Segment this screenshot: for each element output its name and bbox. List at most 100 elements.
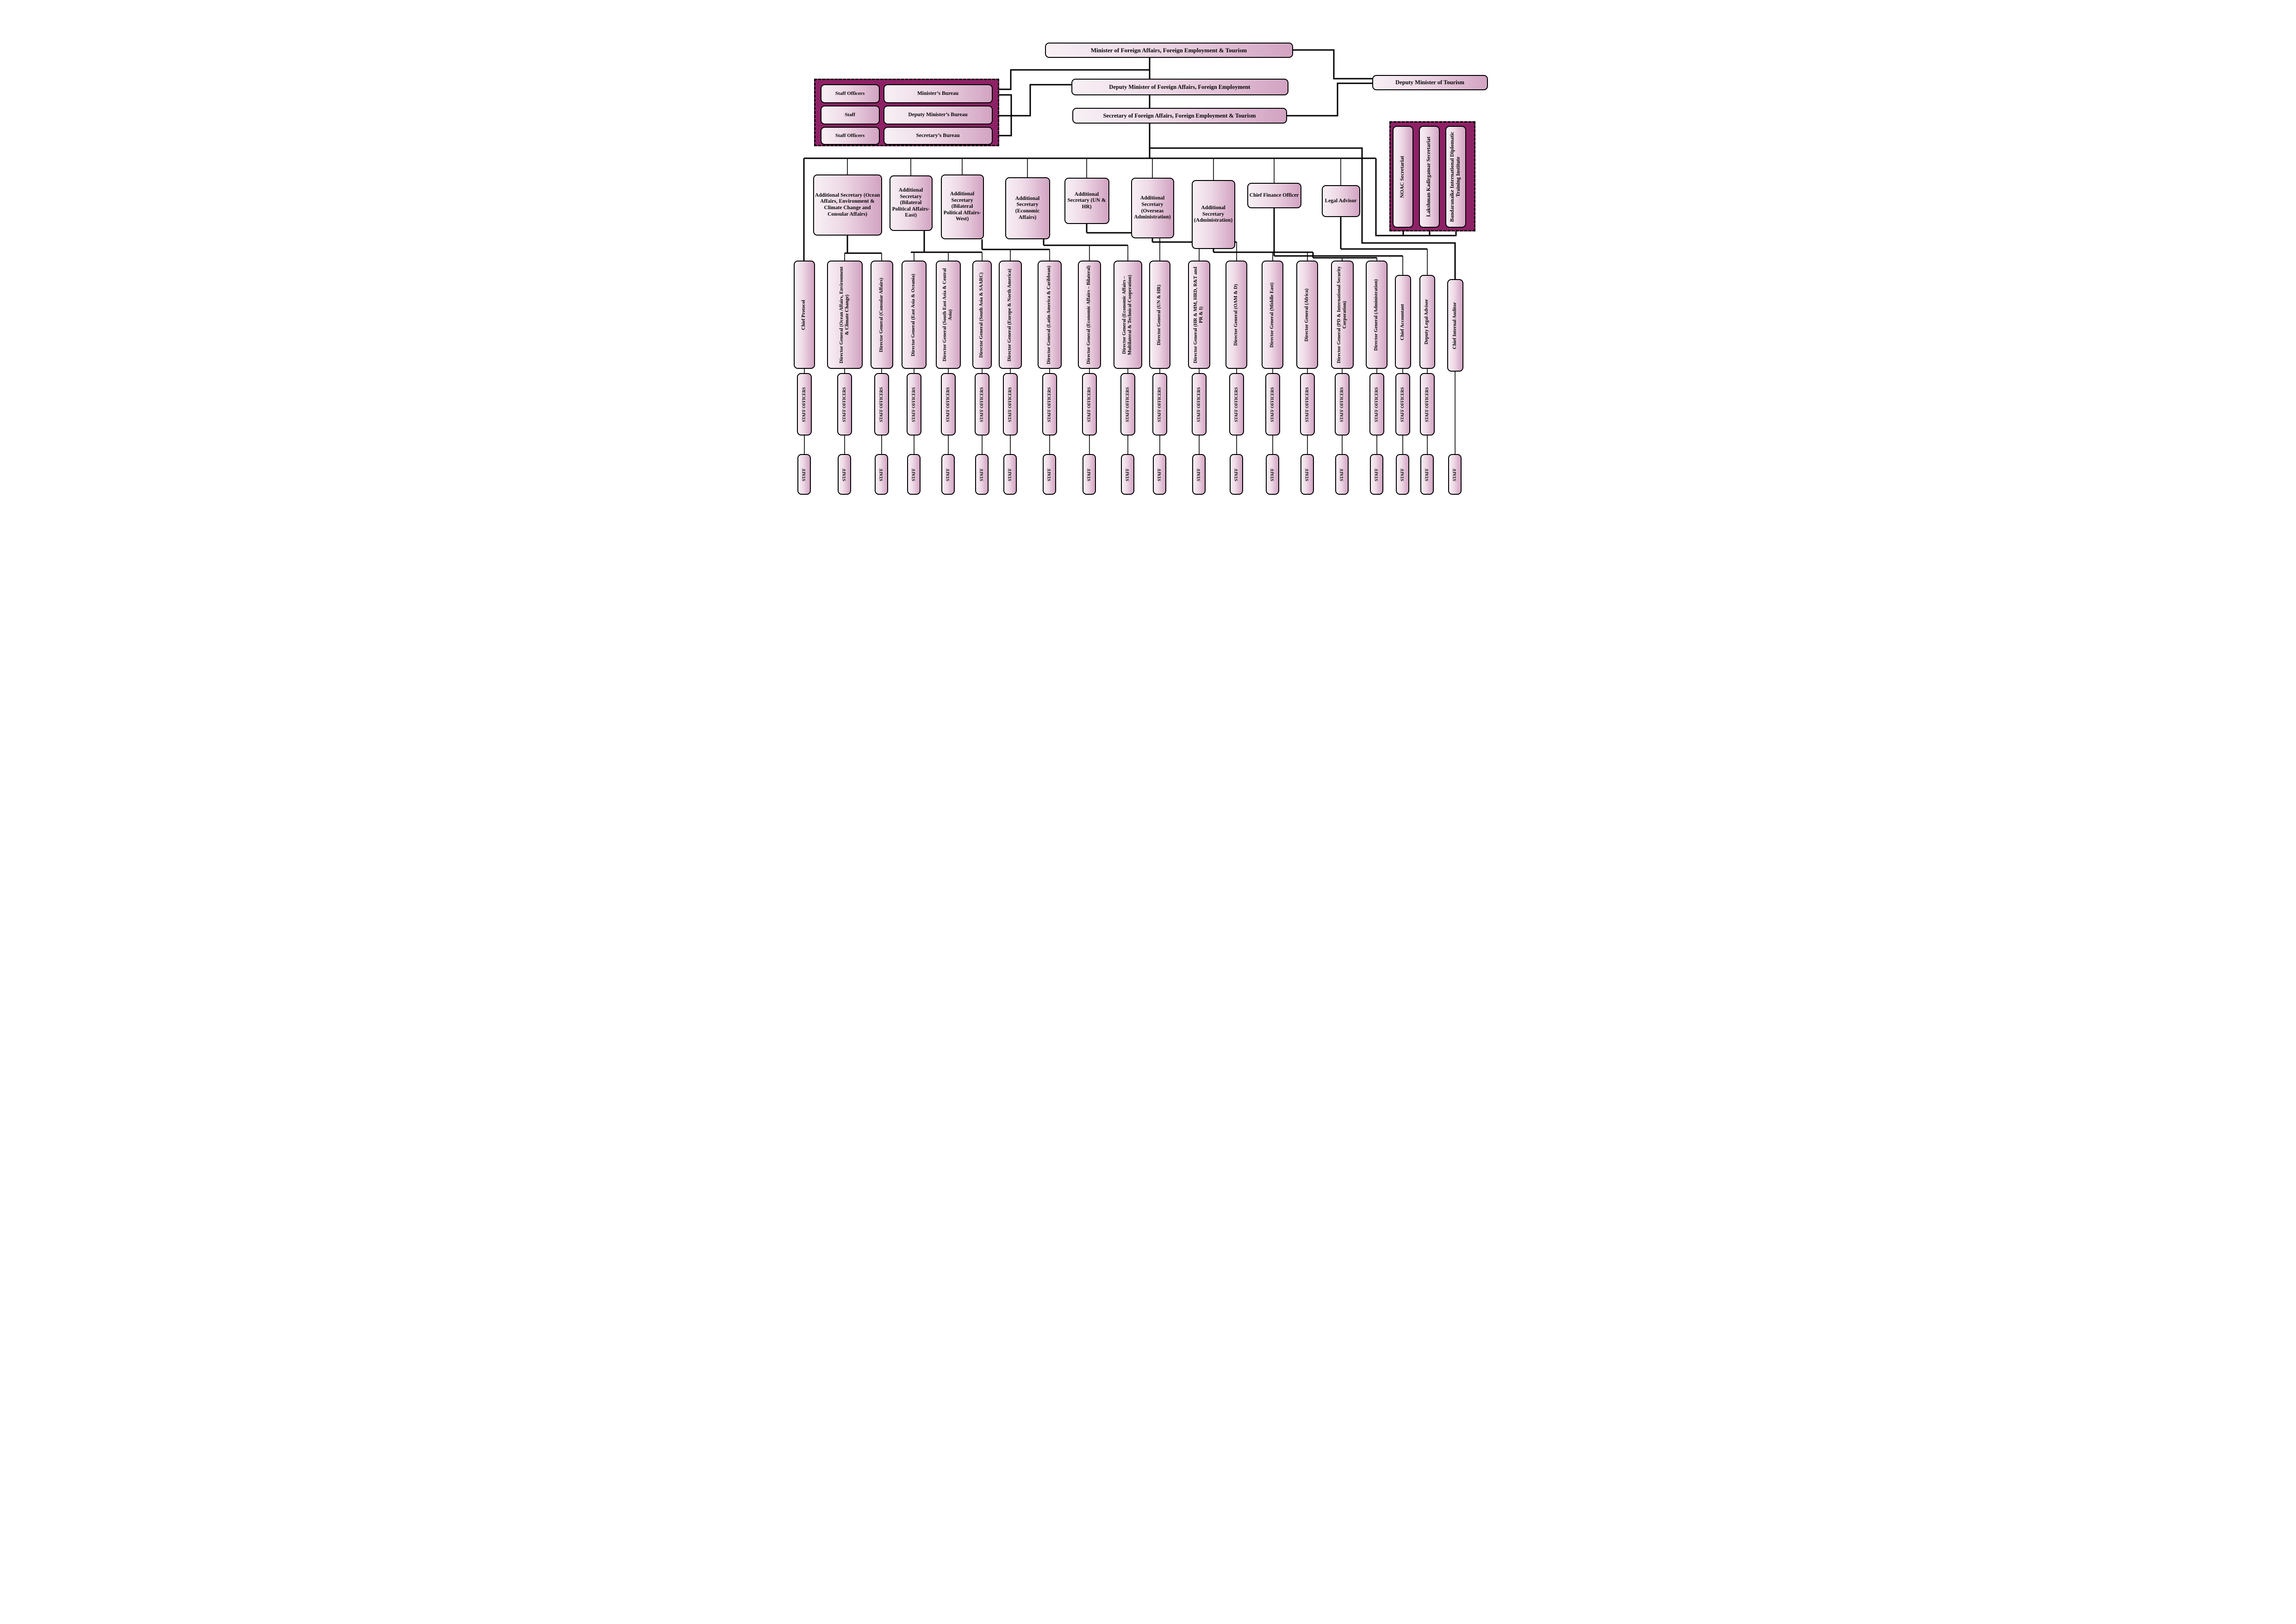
dg-column-4-box-label: Director General (South East Asia & Cent… <box>942 268 953 361</box>
staff-officers-box-5-label: STAFF OFFICERS <box>979 386 984 422</box>
lakshman-kadirgamar-secretariat-box: Lakshman Kadirgamar Secretariat <box>1419 126 1440 228</box>
deputy-minister-fa-box: Deputy Minister of Foreign Affairs, Fore… <box>1071 79 1288 95</box>
dg-column-16-box: Director General (Administration) <box>1365 261 1388 369</box>
minister-box: Minister of Foreign Affairs, Foreign Emp… <box>1045 43 1293 58</box>
dg-column-18-box: Deputy Legal Advisor <box>1419 275 1435 369</box>
staff-box-17: STAFF <box>1395 454 1409 495</box>
staff-officers-box-8-label: STAFF OFFICERS <box>1087 386 1092 422</box>
staff-officers-box-1: STAFF OFFICERS <box>837 373 852 436</box>
staff-box-9: STAFF <box>1120 454 1134 495</box>
dg-column-14-box-label: Director General (Africa) <box>1304 288 1309 342</box>
staff-box-16-label: STAFF <box>1374 468 1379 481</box>
staff-officers-box-7: STAFF OFFICERS <box>1042 373 1057 436</box>
staff-officers-box-18-label: STAFF OFFICERS <box>1425 386 1430 422</box>
chief-finance-officer-box: Chief Finance Officer <box>1247 183 1301 208</box>
dg-column-10-box: Director General (UN & HR) <box>1149 261 1170 369</box>
staff-officers-box-16: STAFF OFFICERS <box>1369 373 1384 436</box>
staff-box-10-label: STAFF <box>1157 468 1162 481</box>
thin-connectors <box>803 158 1456 454</box>
staff-officers-box-12-label: STAFF OFFICERS <box>1234 386 1239 422</box>
staff-officers-box-6: STAFF OFFICERS <box>1002 373 1018 436</box>
thick-connectors <box>803 49 1456 279</box>
staff-box-0-label: STAFF <box>801 468 806 481</box>
staff-box-12: STAFF <box>1229 454 1243 495</box>
dg-column-12-box-label: Director General (OAM & D) <box>1233 284 1238 346</box>
dg-column-5-box-label: Director General (South Asia & SAARC) <box>979 272 984 358</box>
secretary-box: Secretary of Foreign Affairs, Foreign Em… <box>1072 108 1287 124</box>
dg-column-8-box-label: Director General (Economic Affairs – Bil… <box>1086 265 1092 364</box>
as-overseas-administration-box: Additional Secretary (Overseas Administr… <box>1131 178 1174 238</box>
staff-box-5: STAFF <box>975 454 989 495</box>
dg-column-10-box-label: Director General (UN & HR) <box>1157 284 1162 345</box>
lakshman-kadirgamar-secretariat-box-label: Lakshman Kadirgamar Secretariat <box>1426 137 1432 217</box>
staff-box-1: STAFF <box>837 454 851 495</box>
staff-box-3-label: STAFF <box>911 468 916 481</box>
dg-column-2-box: Director General (Consular Affairs) <box>870 261 893 369</box>
dg-column-4-box: Director General (South East Asia & Cent… <box>935 261 961 369</box>
dg-column-17-box: Chief Accountant <box>1394 275 1411 369</box>
dg-column-2-box-label: Director General (Consular Affairs) <box>878 277 884 352</box>
dg-column-0-box: Chief Protocol <box>793 261 815 369</box>
dg-column-5-box: Director General (South Asia & SAARC) <box>972 261 992 369</box>
staff-officers-box-10: STAFF OFFICERS <box>1152 373 1167 436</box>
staff-box-7-label: STAFF <box>1046 468 1052 481</box>
dg-column-1-box-label: Director General (Ocean Affairs, Environ… <box>839 266 850 363</box>
dg-column-13-box: Director General (Middle East) <box>1261 261 1283 369</box>
staff-officers-box-7-label: STAFF OFFICERS <box>1047 386 1052 422</box>
dg-column-17-box-label: Chief Accountant <box>1400 304 1405 340</box>
staff-box-9-label: STAFF <box>1125 468 1130 481</box>
dg-column-16-box-label: Director General (Administration) <box>1373 279 1379 351</box>
staff-officers-box-6-label: STAFF OFFICERS <box>1008 386 1013 422</box>
staff-box-5-label: STAFF <box>979 468 984 481</box>
deputy-minister-tourism-box: Deputy Minister of Tourism <box>1372 75 1488 90</box>
staff-box-8-label: STAFF <box>1086 468 1091 481</box>
staff-officers-box-14-label: STAFF OFFICERS <box>1305 386 1310 422</box>
legal-advisor-box: Legal Advisor <box>1321 185 1360 217</box>
noac-secretariat-box: NOAC Secretariat <box>1392 126 1413 228</box>
staff-officers-box-13: STAFF OFFICERS <box>1265 373 1280 436</box>
dg-column-12-box: Director General (OAM & D) <box>1225 261 1247 369</box>
staff-officers-box-9: STAFF OFFICERS <box>1120 373 1135 436</box>
staff-box-0: STAFF <box>797 454 811 495</box>
dg-column-7-box: Director General (Latin America & Caribb… <box>1037 261 1062 369</box>
bureau-staff-officers-1-box: Staff Officers <box>820 84 880 103</box>
staff-officers-box-17-label: STAFF OFFICERS <box>1400 386 1405 422</box>
dg-column-8-box: Director General (Economic Affairs – Bil… <box>1077 261 1101 369</box>
dg-column-13-box-label: Director General (Middle East) <box>1269 282 1275 348</box>
staff-officers-box-11-label: STAFF OFFICERS <box>1196 386 1201 422</box>
dg-column-11-box-label: Director General (HR & MM, HRD, R&T and … <box>1193 266 1204 363</box>
staff-officers-box-13-label: STAFF OFFICERS <box>1270 386 1275 422</box>
org-chart: Minister of Foreign Affairs, Foreign Emp… <box>789 0 1507 508</box>
staff-box-4: STAFF <box>941 454 955 495</box>
staff-officers-box-2: STAFF OFFICERS <box>874 373 889 436</box>
staff-officers-box-15: STAFF OFFICERS <box>1334 373 1350 436</box>
staff-box-2-label: STAFF <box>878 468 884 481</box>
staff-box-11: STAFF <box>1192 454 1206 495</box>
connector-lines <box>803 49 1456 454</box>
staff-officers-box-14: STAFF OFFICERS <box>1300 373 1315 436</box>
dg-column-15-box: Director General (PD & International Sec… <box>1331 261 1354 369</box>
staff-box-14-label: STAFF <box>1304 468 1309 481</box>
staff-box-7: STAFF <box>1042 454 1056 495</box>
staff-officers-box-4-label: STAFF OFFICERS <box>946 386 951 422</box>
staff-officers-box-17: STAFF OFFICERS <box>1395 373 1410 436</box>
staff-box-6: STAFF <box>1003 454 1017 495</box>
dg-column-6-box-label: Director General (Europe & North America… <box>1007 268 1013 361</box>
bureau-staff-officers-2-box: Staff Officers <box>820 127 880 145</box>
as-administration-box: Additional Secretary (Administration) <box>1191 180 1235 249</box>
staff-officers-box-0: STAFF OFFICERS <box>796 373 812 436</box>
staff-officers-box-0-label: STAFF OFFICERS <box>802 386 807 422</box>
staff-box-11-label: STAFF <box>1196 468 1201 481</box>
as-un-hr-box: Additional Secretary (UN & HR) <box>1064 178 1109 224</box>
staff-box-15-label: STAFF <box>1339 468 1344 481</box>
dg-column-11-box: Director General (HR & MM, HRD, R&T and … <box>1188 261 1210 369</box>
staff-box-13-label: STAFF <box>1269 468 1275 481</box>
staff-officers-box-11: STAFF OFFICERS <box>1191 373 1207 436</box>
bidti-box: Bandaranaike International Diplomatic Tr… <box>1445 126 1466 228</box>
as-economic-affairs-box: Additional Secretary (Economic Affairs) <box>1005 177 1050 239</box>
staff-box-19-label: STAFF <box>1452 468 1457 481</box>
dg-column-15-box-label: Director General (PD & International Sec… <box>1336 266 1347 363</box>
staff-box-1-label: STAFF <box>841 468 846 481</box>
staff-officers-box-15-label: STAFF OFFICERS <box>1339 386 1344 422</box>
dg-column-9-box-label: Director General (Economic Affairs – Mul… <box>1122 274 1133 355</box>
